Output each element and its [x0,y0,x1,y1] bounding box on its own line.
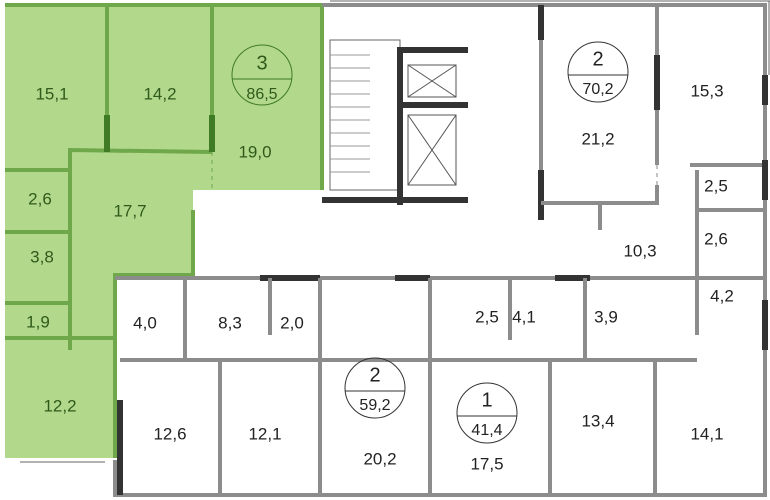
room-area: 17,7 [113,201,146,220]
stair-steps [330,54,370,173]
room-area: 3,9 [594,307,618,326]
room-area: 8,3 [218,313,242,332]
room-area: 10,3 [623,241,656,260]
room-area: 12,2 [43,396,76,415]
apartment-badge [344,357,406,419]
rooms-count: 3 [256,52,267,74]
room-area: 19,0 [238,142,271,161]
room-area: 4,2 [710,286,734,305]
room-area: 20,2 [363,449,396,468]
apartment-fill [5,5,322,458]
apartment-3-room-highlighted[interactable]: 3 86,5 15,1 14,2 19,0 2,6 17,7 3,8 1,9 1… [5,3,324,458]
elevator-2 [407,114,457,186]
building-walls [20,0,770,497]
room-area: 14,2 [143,84,176,103]
apartment-2-room-59[interactable]: 2 59,2 4,0 8,3 2,0 12,6 12,1 20,2 [133,313,406,468]
room-area: 17,5 [470,454,503,473]
room-area: 4,1 [512,307,536,326]
room-area: 15,1 [35,84,68,103]
room-area: 13,4 [581,411,614,430]
outer-wall [113,3,767,497]
total-area: 41,4 [471,422,502,439]
elevator-shaft-wall [397,47,468,205]
rooms-count: 2 [369,364,380,386]
room-area: 2,5 [704,176,728,195]
apartment-badge [567,41,629,103]
room-area: 2,0 [280,313,304,332]
rooms-count: 1 [481,389,492,411]
room-area: 12,1 [248,424,281,443]
room-area: 4,0 [133,313,157,332]
wall [5,147,213,172]
room-area: 3,8 [30,247,54,266]
room-area: 2,6 [704,229,728,248]
room-area: 1,9 [26,312,50,331]
room-area: 15,3 [690,81,723,100]
total-area: 70,2 [582,81,613,98]
rooms-count: 2 [592,48,603,70]
total-area: 86,5 [246,86,277,103]
stairs [329,39,401,191]
apartment-2-room-70[interactable]: 2 70,2 21,2 15,3 2,5 2,6 10,3 4,2 [567,41,734,305]
apartment-badge [456,382,518,444]
room-area: 14,1 [690,424,723,443]
room-area: 2,5 [475,307,499,326]
wall [113,210,195,458]
total-area: 59,2 [359,397,390,414]
room-area: 2,6 [28,189,52,208]
apartment-badge [231,44,293,106]
room-area: 21,2 [581,129,614,148]
room-area: 12,6 [153,424,186,443]
elevator-1 [407,64,457,98]
apartment-1-room[interactable]: 1 41,4 2,5 4,1 3,9 17,5 13,4 14,1 [456,307,724,473]
wall [541,185,659,205]
